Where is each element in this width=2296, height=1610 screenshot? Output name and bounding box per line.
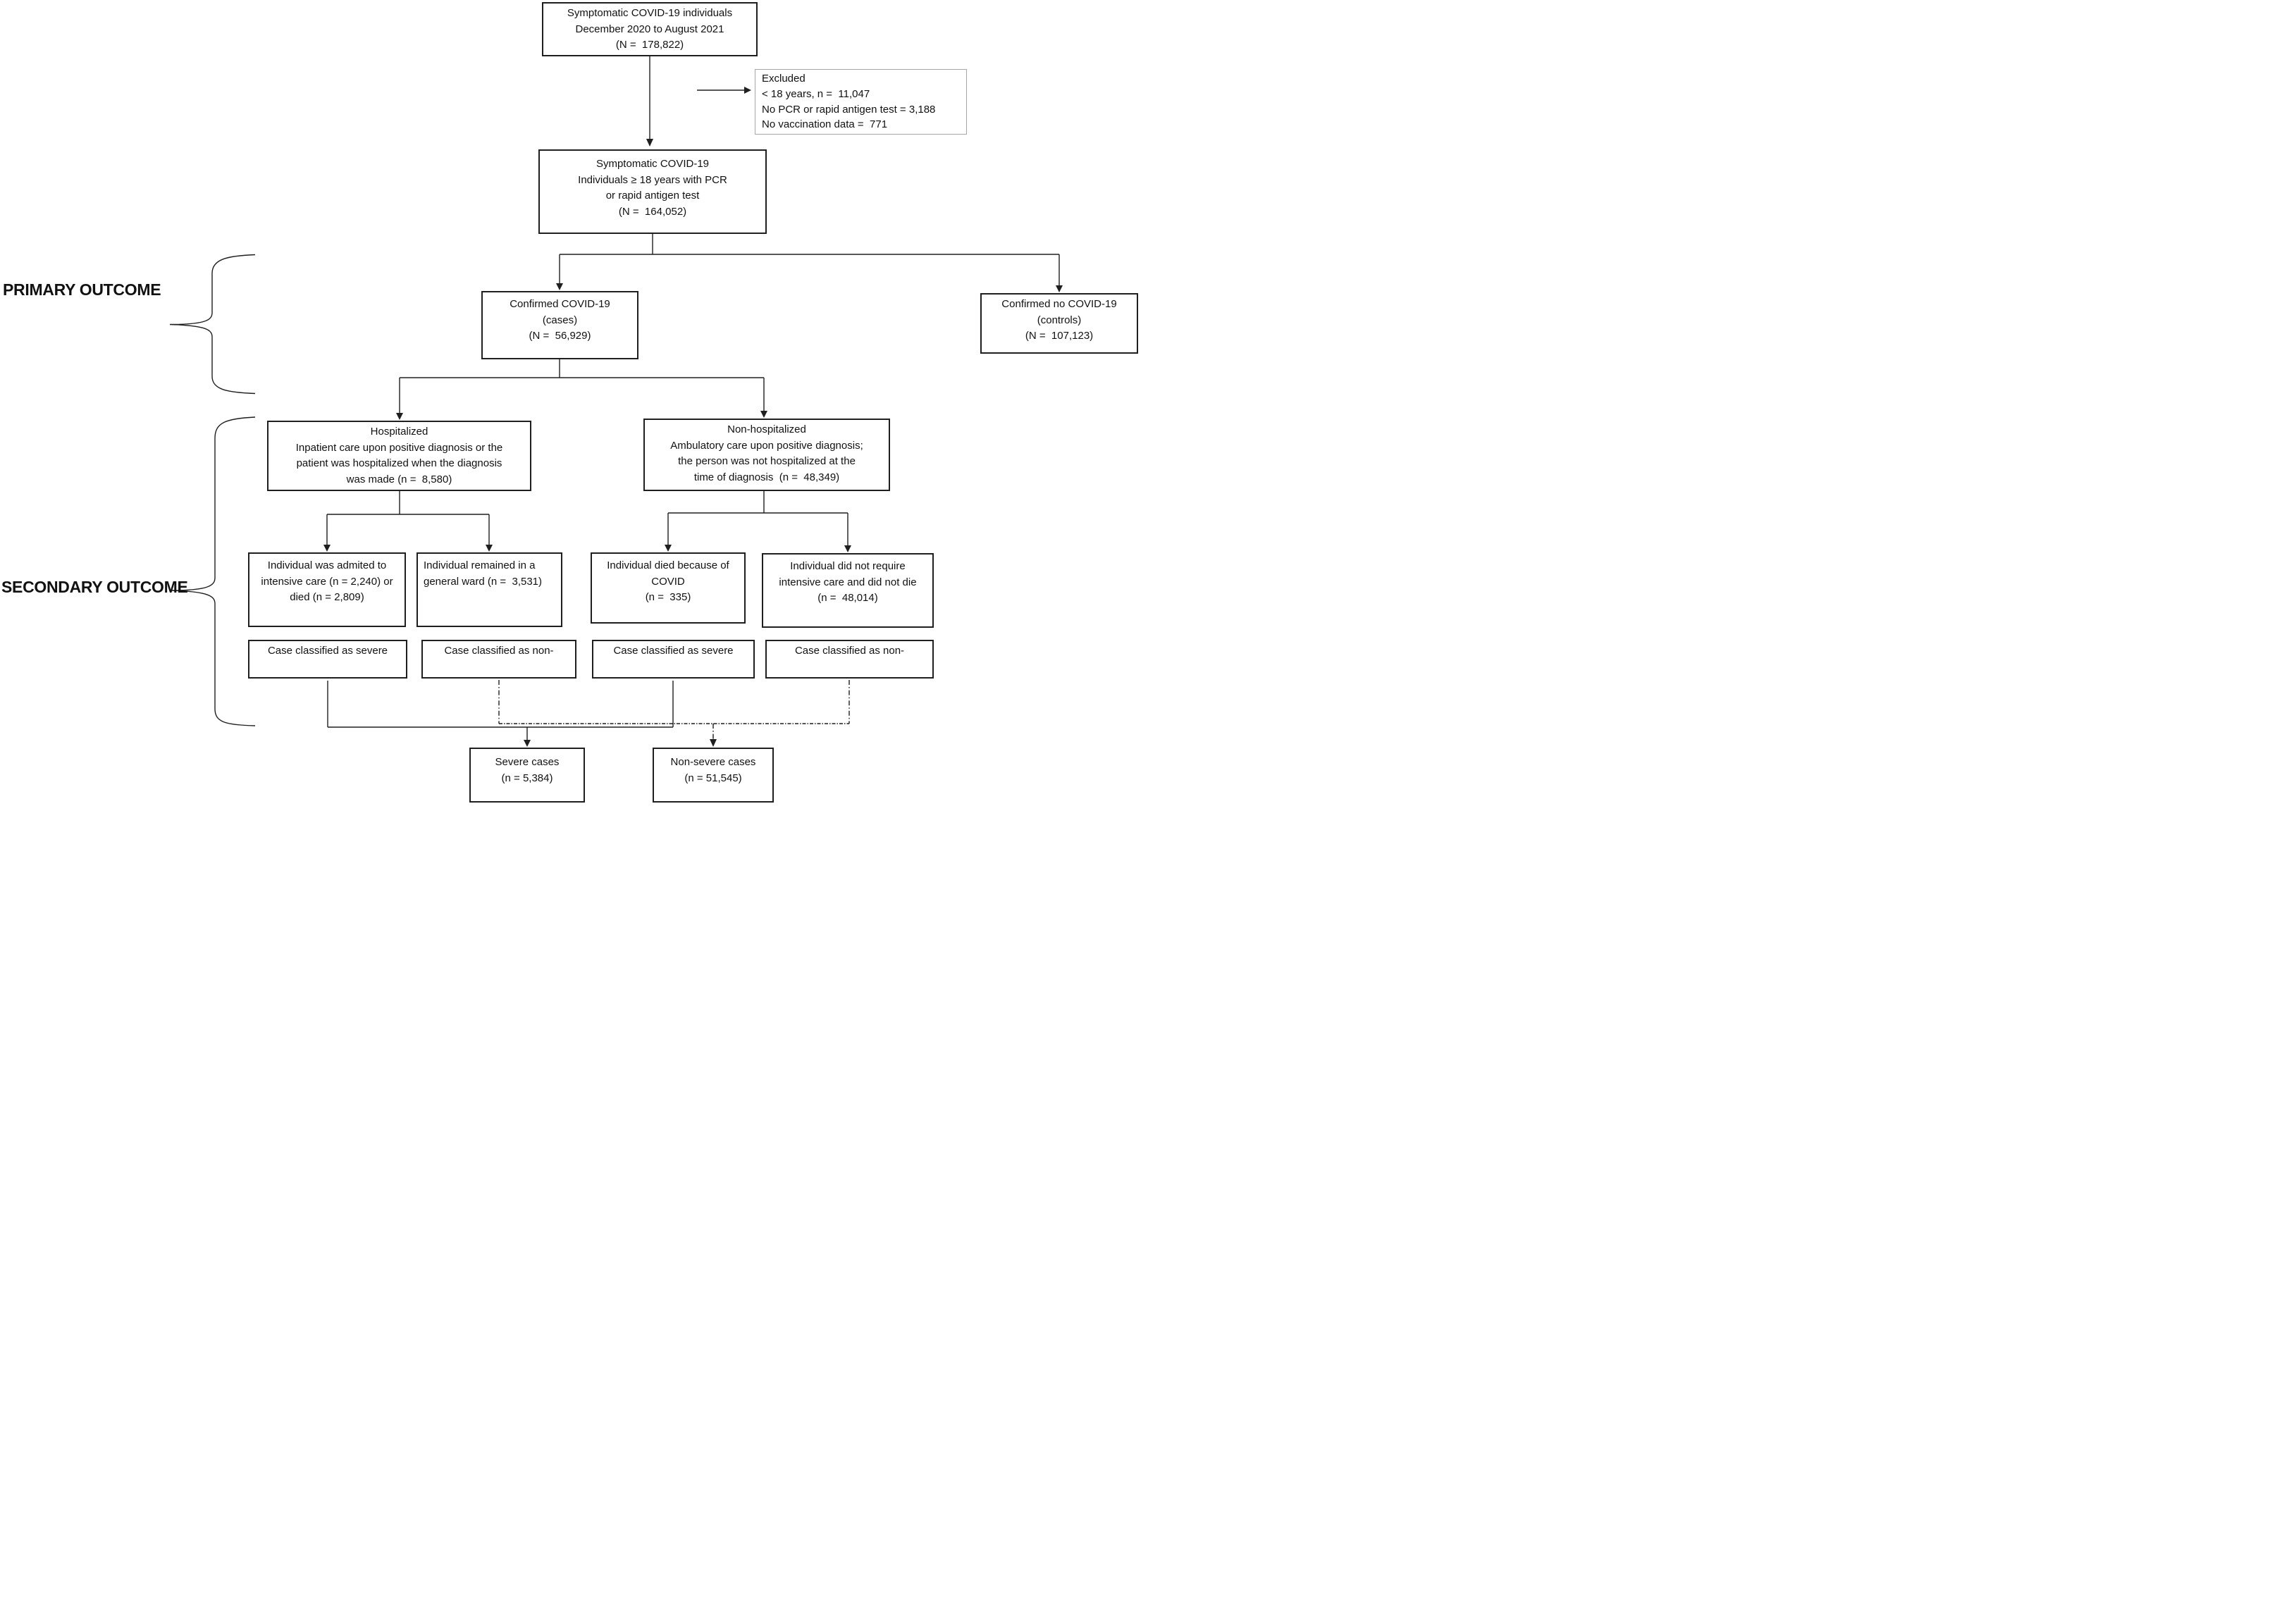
node-confirmed-controls: Confirmed no COVID-19(controls)(N = 107,… xyxy=(980,293,1138,354)
arrowhead-down xyxy=(646,139,653,147)
node-case-severe-non-hospitalized: Case classified as severe xyxy=(592,640,755,679)
secondary-outcome-label: SECONDARY OUTCOME xyxy=(1,578,188,596)
arrowhead-down xyxy=(396,413,403,420)
arrowhead-down xyxy=(486,545,493,552)
flow-diagram: PRIMARY OUTCOME SECONDARY OUTCOME Sympto… xyxy=(0,0,1148,805)
arrowhead-down xyxy=(556,283,563,290)
case-label: Case classified as severe xyxy=(267,645,388,657)
node-severe-cases-total: Severe cases(n = 5,384) xyxy=(469,748,585,803)
arrowhead-right xyxy=(744,87,751,94)
primary-outcome-label: PRIMARY OUTCOME xyxy=(3,280,161,299)
connector-layer xyxy=(169,56,1063,747)
secondary-outcome-brace xyxy=(170,416,256,726)
arrowhead-down xyxy=(323,545,331,552)
case-label: Case classified as severe xyxy=(613,645,734,657)
arrowhead-down xyxy=(665,545,672,552)
arrowhead-down xyxy=(760,411,767,418)
arrowhead-down xyxy=(710,739,717,747)
node-case-non-severe-non-hospitalized: Case classified as non- xyxy=(765,640,934,679)
node-non-severe-cases-total: Non-severe cases(n = 51,545) xyxy=(653,748,774,803)
case-label: Case classified as non- xyxy=(794,645,905,657)
node-case-severe-hospitalized: Case classified as severe xyxy=(248,640,407,679)
primary-outcome-brace xyxy=(169,254,256,395)
arrowhead-down xyxy=(524,740,531,747)
node-confirmed-cases: Confirmed COVID-19(cases)(N = 56,929) xyxy=(481,291,638,359)
node-case-non-severe-hospitalized: Case classified as non- xyxy=(421,640,576,679)
case-label: Case classified as non- xyxy=(444,645,554,657)
arrowhead-down xyxy=(1056,285,1063,292)
arrowhead-down xyxy=(844,545,851,552)
